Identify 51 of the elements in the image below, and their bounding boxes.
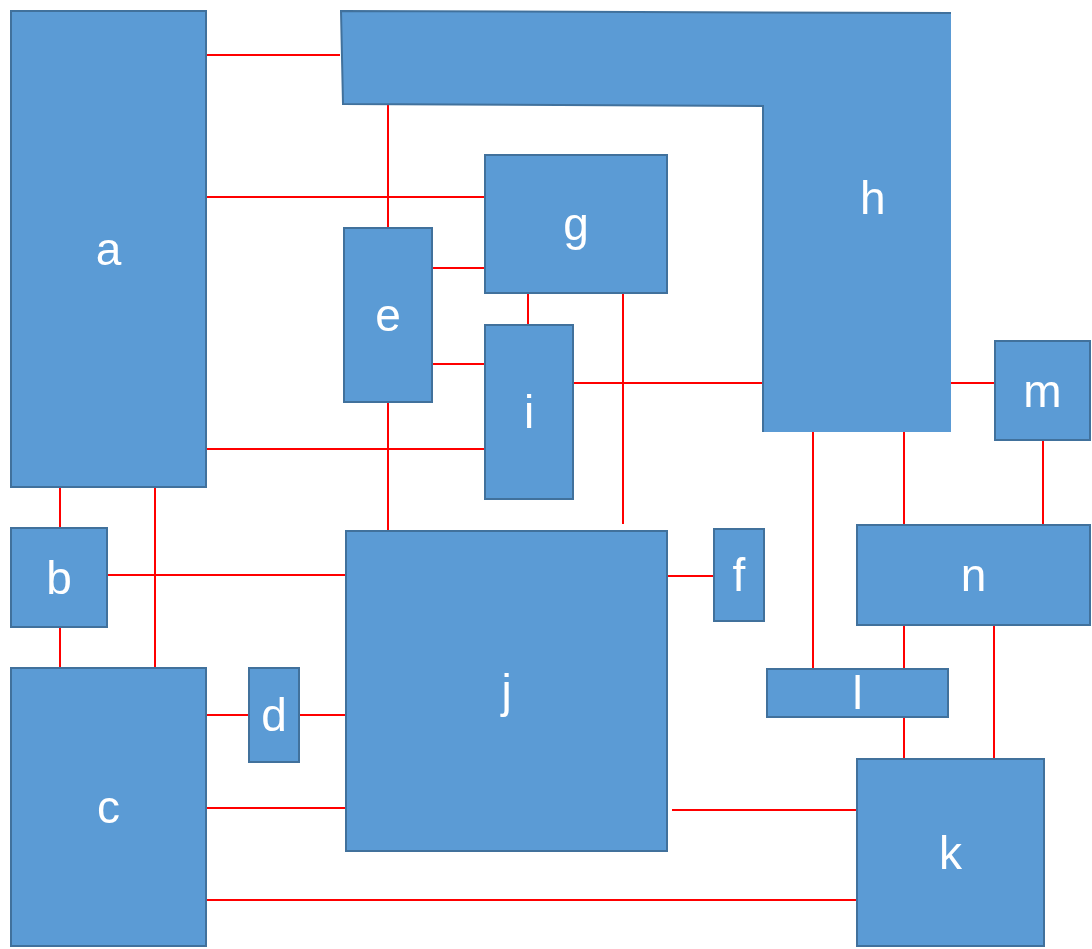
connector-line bbox=[432, 267, 485, 269]
block bbox=[10, 527, 108, 628]
block bbox=[484, 154, 668, 294]
block-label: m bbox=[1023, 367, 1062, 414]
block bbox=[713, 528, 765, 622]
connector-line bbox=[387, 102, 389, 228]
block bbox=[343, 227, 433, 403]
block bbox=[484, 324, 574, 500]
block-label: b bbox=[46, 554, 72, 601]
connector-line bbox=[154, 487, 156, 668]
connector-line bbox=[206, 899, 857, 901]
block bbox=[248, 667, 300, 763]
connector-line bbox=[432, 363, 485, 365]
connector-line bbox=[903, 717, 905, 759]
connector-line bbox=[206, 196, 485, 198]
block bbox=[10, 10, 207, 488]
block-label: n bbox=[960, 552, 987, 598]
connector-line bbox=[1042, 440, 1044, 525]
connector-line bbox=[206, 714, 249, 716]
connector-line bbox=[903, 625, 905, 669]
connector-line bbox=[59, 627, 61, 668]
block-label: h bbox=[860, 175, 886, 221]
connector-line bbox=[527, 293, 529, 325]
connector-line bbox=[950, 382, 995, 384]
block-label: l bbox=[852, 670, 863, 716]
block-label: i bbox=[523, 389, 535, 435]
connector-line bbox=[667, 575, 714, 577]
connector-line bbox=[993, 625, 995, 759]
connector-line bbox=[59, 487, 61, 528]
block-label: k bbox=[939, 829, 962, 876]
block bbox=[766, 668, 949, 718]
connector-line bbox=[299, 714, 346, 716]
block-label: f bbox=[732, 552, 746, 598]
block bbox=[345, 530, 668, 852]
block bbox=[10, 667, 207, 947]
connector-line bbox=[387, 402, 389, 531]
connector-line bbox=[812, 431, 814, 669]
connector-line bbox=[206, 54, 341, 56]
block-label: e bbox=[375, 292, 401, 338]
block-label: c bbox=[97, 784, 120, 830]
connector-line bbox=[622, 293, 624, 525]
connector-line bbox=[107, 574, 346, 576]
connector-line bbox=[206, 448, 485, 450]
block bbox=[856, 524, 1091, 626]
connector-line bbox=[671, 809, 857, 811]
block-label: d bbox=[261, 692, 287, 738]
block bbox=[856, 758, 1045, 947]
block-label: a bbox=[95, 226, 122, 272]
connector-line bbox=[903, 431, 905, 525]
block bbox=[994, 340, 1091, 441]
connector-line bbox=[206, 807, 346, 809]
